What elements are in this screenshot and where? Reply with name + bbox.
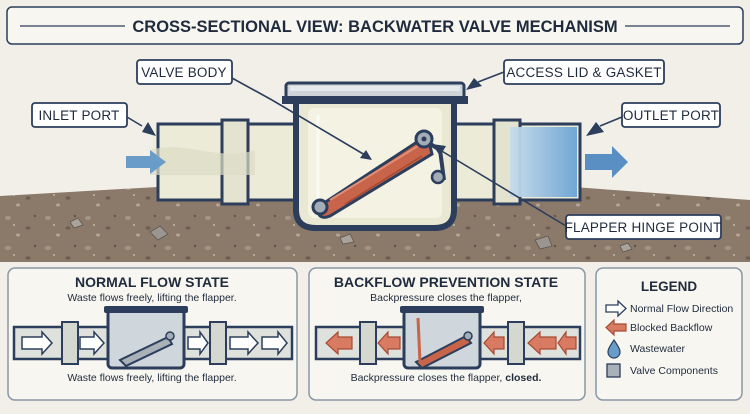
normal-flow-heading: NORMAL FLOW STATE — [75, 274, 229, 290]
legend-item-valve-components: Valve Components — [606, 363, 718, 378]
normal-flow-panel: NORMAL FLOW STATE Waste flows freely, li… — [7, 267, 298, 401]
backflow-caption: Backpressure closes the flapper, closed. — [351, 372, 542, 384]
inlet-pipe — [150, 118, 300, 206]
title-bar: CROSS-SECTIONAL VIEW: BACKWATER VALVE ME… — [6, 6, 744, 45]
svg-text:Wastewater: Wastewater — [630, 343, 686, 355]
flapper — [311, 129, 446, 219]
legend-panel: LEGEND Normal Flow Direction Blocked Bac… — [595, 267, 743, 401]
svg-text:OUTLET PORT: OUTLET PORT — [623, 108, 719, 123]
water-drop-icon — [607, 338, 621, 359]
svg-text:INLET PORT: INLET PORT — [38, 108, 119, 123]
legend-item-normal-flow: Normal Flow Direction — [605, 299, 733, 318]
page-title: CROSS-SECTIONAL VIEW: BACKWATER VALVE ME… — [132, 18, 617, 36]
backflow-subtitle: Backpressure closes the flapper, — [370, 292, 522, 304]
callout-valve-body: VALVE BODY — [136, 59, 372, 160]
inlet-flow-arrow-icon — [126, 150, 166, 174]
outlet-pipe — [450, 118, 582, 206]
legend-item-blocked-backflow: Blocked Backflow — [605, 318, 713, 337]
callout-access-lid: ACCESS LID & GASKET — [466, 59, 665, 90]
backflow-panel: BACKFLOW PREVENTION STATE Backpressure c… — [308, 267, 586, 401]
callout-hinge-point: FLAPPER HINGE POINT — [432, 144, 722, 240]
svg-text:Valve Components: Valve Components — [630, 365, 718, 377]
svg-text:VALVE BODY: VALVE BODY — [141, 65, 227, 80]
legend-item-wastewater: Wastewater — [607, 338, 686, 359]
red-arrow-icon — [605, 318, 627, 337]
access-lid — [282, 81, 468, 104]
grey-square-icon — [606, 363, 621, 378]
normal-flow-caption: Waste flows freely, lifting the flapper. — [67, 372, 236, 384]
svg-text:FLAPPER HINGE POINT: FLAPPER HINGE POINT — [565, 220, 722, 235]
svg-text:ACCESS LID & GASKET: ACCESS LID & GASKET — [506, 65, 661, 80]
callout-outlet-port: OUTLET PORT — [586, 102, 721, 136]
backflow-heading: BACKFLOW PREVENTION STATE — [334, 274, 558, 290]
legend-heading: LEGEND — [641, 279, 698, 294]
normal-flow-subtitle: Waste flows freely, lifting the flapper. — [67, 292, 236, 304]
outlet-flow-arrow-icon — [585, 146, 628, 178]
svg-text:Blocked Backflow: Blocked Backflow — [630, 322, 713, 334]
outline-arrow-icon — [605, 299, 627, 318]
svg-text:Normal Flow Direction: Normal Flow Direction — [630, 303, 733, 315]
callout-inlet-port: INLET PORT — [31, 102, 156, 136]
